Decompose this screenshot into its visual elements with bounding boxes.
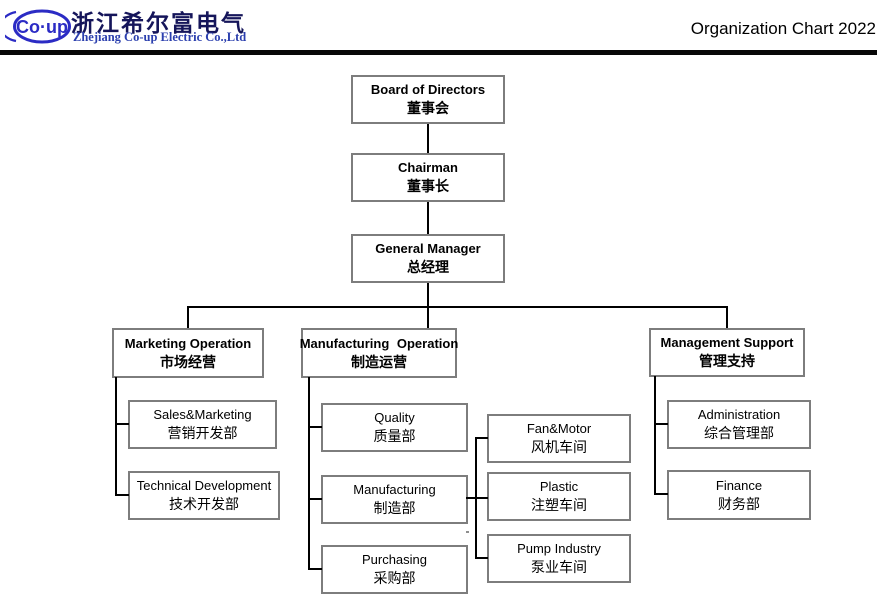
org-box-label-cn: 风机车间 xyxy=(531,439,587,455)
org-box-label-cn: 管理支持 xyxy=(699,353,755,369)
connector-stub-mfgdept xyxy=(308,498,322,500)
connector-bus xyxy=(187,306,728,308)
org-box-label-cn: 总经理 xyxy=(407,259,449,275)
org-box-label-en: Marketing Operation xyxy=(124,335,252,351)
org-box-label-en: General Manager xyxy=(375,241,481,256)
org-box-manufacturing-dept: Manufacturing 制造部 xyxy=(321,475,468,524)
org-box-administration: Administration 综合管理部 xyxy=(667,400,811,449)
org-box-label-en: Purchasing xyxy=(361,552,428,567)
logo-ellipse xyxy=(13,9,71,44)
org-box-label-cn: 技术开发部 xyxy=(169,496,239,512)
org-box-purchasing: Purchasing 采购部 xyxy=(321,545,468,594)
connector-stub-pump xyxy=(475,557,488,559)
connector-stub-sales xyxy=(115,423,129,425)
org-box-label-en: Sales&Marketing xyxy=(153,407,252,422)
org-box-label-cn: 注塑车间 xyxy=(531,497,587,513)
org-box-label-en: Administration xyxy=(697,407,781,422)
org-box-board-of-directors: Board of Directors 董事会 xyxy=(351,75,505,124)
org-box-label-cn: 市场经营 xyxy=(160,353,216,370)
connector-gm-bus xyxy=(427,283,429,328)
org-box-label-en: Board of Directors xyxy=(370,82,486,97)
connector-manufacturing-drop xyxy=(308,377,310,570)
logo-arc xyxy=(5,10,17,43)
org-box-pump-industry: Pump Industry 泵业车间 xyxy=(487,534,631,583)
coup-logo-icon: Co·up xyxy=(5,9,71,44)
connector-board-chairman xyxy=(427,124,429,153)
org-box-general-manager: General Manager 总经理 xyxy=(351,234,505,283)
org-box-label-en: Plastic xyxy=(539,479,579,494)
connector-stub-plastic xyxy=(475,497,488,499)
org-box-technical-development: Technical Development 技术开发部 xyxy=(128,471,280,520)
org-box-label-en: Chairman xyxy=(398,160,458,175)
connector-stub-admin xyxy=(654,423,668,425)
company-name-chinese: 浙江希尔富电气 xyxy=(71,10,246,36)
org-box-label-cn: 财务部 xyxy=(718,495,760,512)
org-box-sales-marketing: Sales&Marketing 营销开发部 xyxy=(128,400,277,449)
connector-bus-marketing xyxy=(187,306,189,328)
org-box-label-en: Technical Development xyxy=(136,478,272,493)
stray-mark xyxy=(466,531,469,533)
connector-mfgdept-workshops xyxy=(466,497,477,499)
connector-stub-purchasing xyxy=(308,568,322,570)
org-box-label-cn: 制造运营 xyxy=(351,353,407,370)
org-box-label-cn: 营销开发部 xyxy=(167,425,238,441)
org-box-label-en: Fan&Motor xyxy=(526,421,592,436)
connector-stub-finance xyxy=(654,493,668,495)
org-box-label-en: Pump Industry xyxy=(517,541,601,556)
org-box-label-cn: 董事会 xyxy=(407,100,449,116)
org-box-label-en: Manufacturing Operation xyxy=(299,335,459,351)
org-box-quality: Quality 质量部 xyxy=(321,403,468,452)
org-box-label-cn: 董事长 xyxy=(407,178,449,194)
connector-bus-support xyxy=(726,306,728,328)
org-box-plastic: Plastic 注塑车间 xyxy=(487,472,631,521)
header-divider xyxy=(0,50,877,55)
connector-stub-quality xyxy=(308,426,322,428)
org-box-finance: Finance 财务部 xyxy=(667,470,811,520)
org-box-chairman: Chairman 董事长 xyxy=(351,153,505,202)
org-box-marketing-operation: Marketing Operation 市场经营 xyxy=(112,328,264,378)
org-box-label-en: Management Support xyxy=(660,335,794,350)
org-box-manufacturing-operation: Manufacturing Operation 制造运营 xyxy=(299,328,459,378)
org-box-label-en: Quality xyxy=(374,410,415,425)
company-name-english: Zhejiang Co-up Electric Co.,Ltd xyxy=(73,30,247,44)
org-box-label-en: Manufacturing xyxy=(353,482,436,497)
logo-mark-text: Co·up xyxy=(16,17,68,37)
org-box-label-cn: 综合管理部 xyxy=(704,425,774,441)
connector-stub-fanmotor xyxy=(475,437,488,439)
org-box-label-cn: 泵业车间 xyxy=(531,559,587,575)
connector-marketing-drop xyxy=(115,377,117,496)
connector-chairman-gm xyxy=(427,202,429,234)
org-box-management-support: Management Support 管理支持 xyxy=(649,328,805,377)
connector-support-drop xyxy=(654,376,656,495)
org-box-label-en: Finance xyxy=(715,477,763,493)
connector-stub-techdev xyxy=(115,494,129,496)
org-box-fan-motor: Fan&Motor 风机车间 xyxy=(487,414,631,463)
org-box-label-cn: 质量部 xyxy=(373,428,416,444)
org-box-label-cn: 制造部 xyxy=(373,500,416,516)
org-box-label-cn: 采购部 xyxy=(373,570,416,586)
page-title: Organization Chart 2022 xyxy=(690,19,876,38)
